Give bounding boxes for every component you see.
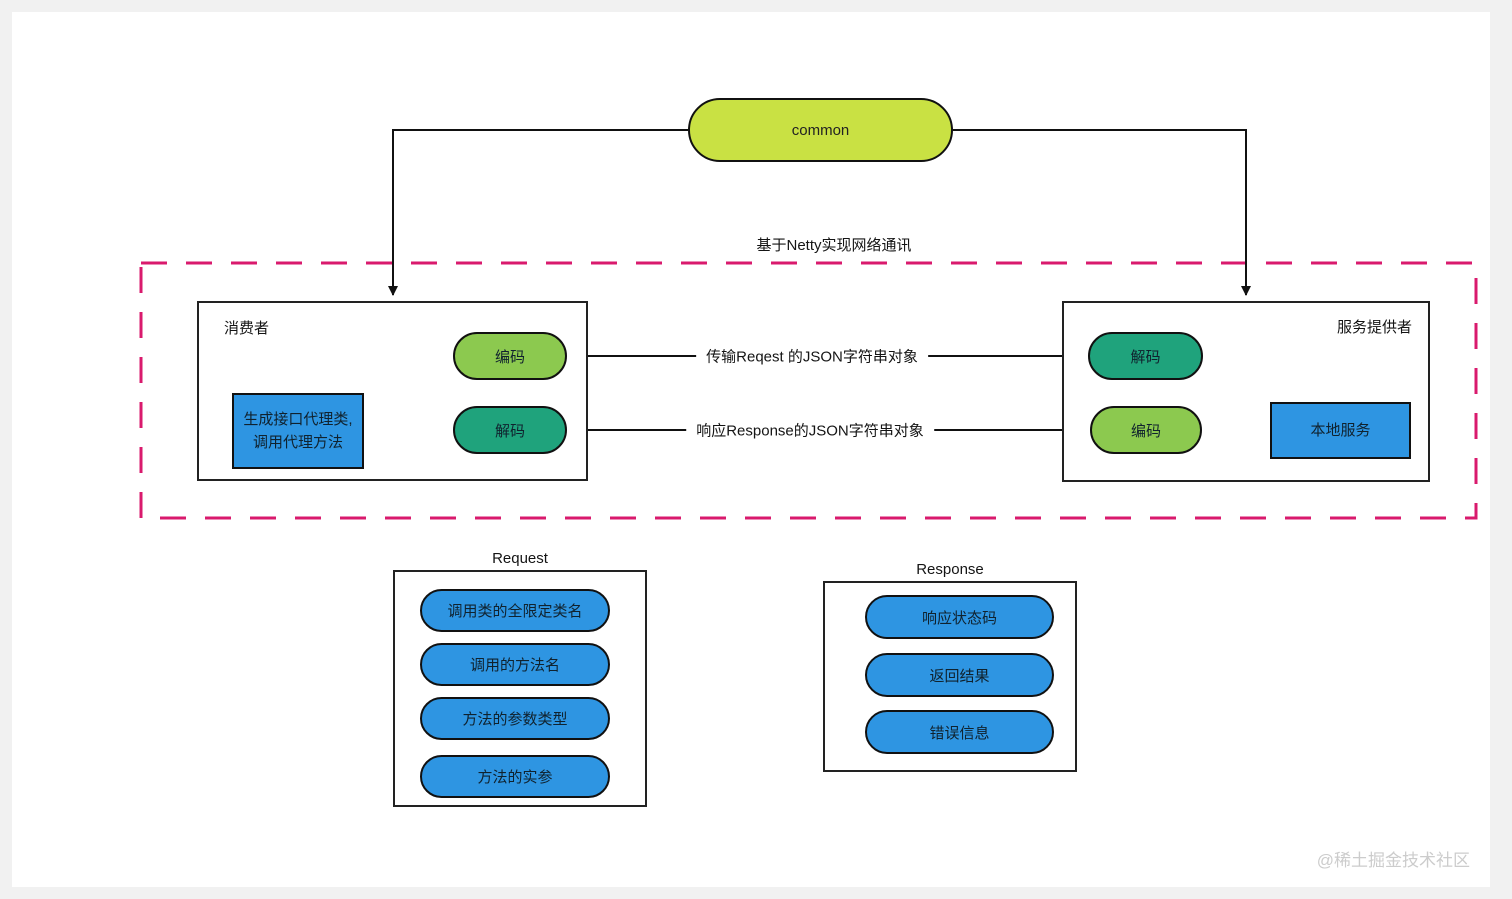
response-item-label: 错误信息 <box>929 724 990 742</box>
watermark: @稀土掘金技术社区 <box>1316 851 1470 870</box>
common-node: common <box>688 98 953 162</box>
provider-encode-node: 编码 <box>1090 406 1202 454</box>
consumer-encode-node: 编码 <box>453 332 567 380</box>
request-item: 调用类的全限定类名 <box>420 589 610 632</box>
request-box: 调用类的全限定类名 调用的方法名 方法的参数类型 方法的实参 <box>393 570 647 807</box>
response-item-label: 返回结果 <box>929 667 990 685</box>
request-title: Request <box>492 550 548 567</box>
request-item: 调用的方法名 <box>420 643 610 686</box>
response-item: 响应状态码 <box>865 595 1054 639</box>
response-item: 错误信息 <box>865 710 1054 754</box>
common-node-label: common <box>791 121 850 139</box>
response-title: Response <box>916 561 984 578</box>
request-item: 方法的实参 <box>420 755 610 798</box>
response-item: 返回结果 <box>865 653 1054 697</box>
request-item: 方法的参数类型 <box>420 697 610 740</box>
provider-encode-label: 编码 <box>1130 422 1161 440</box>
provider-decode-label: 解码 <box>1130 348 1161 366</box>
provider-localservice-node: 本地服务 <box>1270 402 1411 459</box>
response-item-label: 响应状态码 <box>921 609 997 627</box>
request-item-label: 调用的方法名 <box>469 657 560 674</box>
response-arrow-label: 响应Response的JSON字符串对象 <box>686 419 934 441</box>
netty-boundary-title: 基于Netty实现网络通讯 <box>756 237 912 254</box>
provider-title: 服务提供者 <box>1336 319 1412 336</box>
request-item-label: 方法的实参 <box>477 769 553 786</box>
request-item-label: 调用类的全限定类名 <box>447 603 583 620</box>
consumer-decode-label: 解码 <box>494 422 525 440</box>
consumer-decode-node: 解码 <box>453 406 567 454</box>
consumer-encode-label: 编码 <box>494 348 525 366</box>
provider-decode-node: 解码 <box>1088 332 1203 380</box>
consumer-proxy-node: 生成接口代理类,调用代理方法 <box>232 393 364 469</box>
request-item-label: 方法的参数类型 <box>462 711 568 728</box>
request-arrow-label: 传输Reqest 的JSON字符串对象 <box>696 345 928 367</box>
connector-common-to-consumer <box>388 129 688 296</box>
response-box: 响应状态码 返回结果 错误信息 <box>823 581 1077 772</box>
connector-common-to-provider <box>953 129 1251 296</box>
diagram-canvas: common 基于Netty实现网络通讯 消费者 生成接口代理类,调用代理方法 … <box>12 12 1490 887</box>
consumer-title: 消费者 <box>224 320 270 337</box>
